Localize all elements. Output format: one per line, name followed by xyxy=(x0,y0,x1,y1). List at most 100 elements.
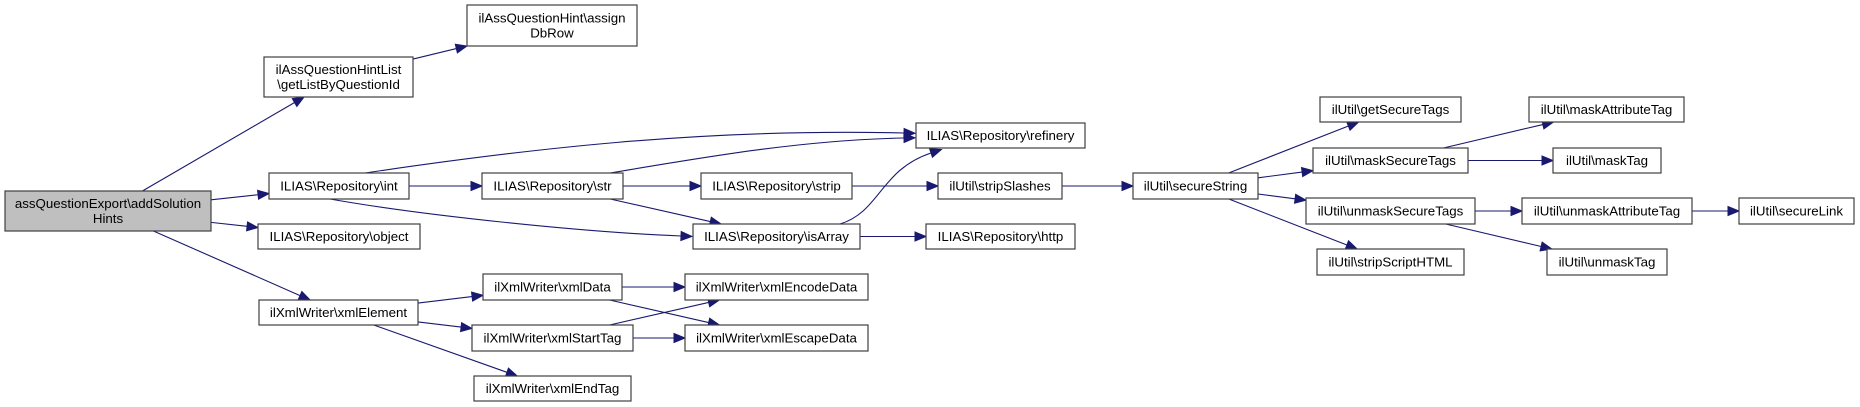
node-box[interactable] xyxy=(1319,96,1462,123)
node-label: assQuestionExport\addSolution xyxy=(15,196,201,211)
node-unmaskSecureTags[interactable]: ilUtil\unmaskSecureTags xyxy=(1305,197,1476,225)
node-label: ilXmlWriter\xmlElement xyxy=(270,305,407,320)
edge-root-to-int xyxy=(210,189,271,201)
arrowhead-icon xyxy=(673,332,687,344)
node-maskTag[interactable]: ilUtil\maskTag xyxy=(1552,147,1662,174)
node-box[interactable] xyxy=(915,122,1086,149)
node-label: ILIAS\Repository\refinery xyxy=(927,128,1075,143)
node-box[interactable] xyxy=(1546,248,1668,276)
arrowhead-icon xyxy=(470,180,484,192)
edge-unmaskAttributeTag-to-secureLink xyxy=(1692,205,1741,217)
edge-xmlElement-to-xmlStartTag xyxy=(417,321,474,333)
edge-line xyxy=(610,198,711,223)
node-box[interactable] xyxy=(257,223,421,250)
edge-maskSecureTags-to-maskTag xyxy=(1468,155,1555,166)
edge-line xyxy=(1445,223,1542,248)
node-str[interactable]: ILIAS\Repository\str xyxy=(481,172,624,200)
node-label: ilUtil\maskTag xyxy=(1566,153,1648,168)
node-maskSecureTags[interactable]: ilUtil\maskSecureTags xyxy=(1312,147,1469,174)
edge-xmlElement-to-xmlEndTag xyxy=(373,324,519,378)
arrowhead-icon xyxy=(1541,155,1555,166)
node-label: \getListByQuestionId xyxy=(277,77,400,92)
node-object[interactable]: ILIAS\Repository\object xyxy=(257,223,421,250)
node-label: ilUtil\unmaskSecureTags xyxy=(1318,204,1464,219)
node-xmlStartTag[interactable]: ilXmlWriter\xmlStartTag xyxy=(471,324,634,352)
node-xmlEscapeData[interactable]: ilXmlWriter\xmlEscapeData xyxy=(684,324,869,352)
edge-line xyxy=(142,102,295,192)
node-box[interactable] xyxy=(925,223,1076,250)
arrowhead-icon xyxy=(914,231,928,242)
arrowhead-icon xyxy=(1300,166,1315,178)
node-box[interactable] xyxy=(482,273,623,301)
edge-maskSecureTags-to-maskAttributeTag xyxy=(1443,119,1555,149)
node-box[interactable] xyxy=(471,324,634,352)
node-stripSlashes[interactable]: ilUtil\stripSlashes xyxy=(937,172,1063,200)
node-unmaskAttributeTag[interactable]: ilUtil\unmaskAttributeTag xyxy=(1521,197,1693,225)
node-box[interactable] xyxy=(1528,96,1685,123)
arrowhead-icon xyxy=(504,367,519,378)
node-stripScriptHTML[interactable]: ilUtil\stripScriptHTML xyxy=(1316,248,1465,276)
edge-line xyxy=(417,321,462,328)
node-box[interactable] xyxy=(684,273,869,301)
arrowhead-icon xyxy=(1344,239,1359,250)
arrowhead-icon xyxy=(454,43,469,54)
edge-secureString-to-unmaskSecureTags xyxy=(1257,193,1308,204)
node-box[interactable] xyxy=(481,172,624,200)
edge-line xyxy=(412,48,457,60)
node-label: DbRow xyxy=(530,26,574,41)
arrowhead-icon xyxy=(673,281,687,293)
node-box[interactable] xyxy=(1552,147,1662,174)
node-label: ilUtil\secureLink xyxy=(1750,204,1843,219)
node-box[interactable] xyxy=(1132,172,1259,200)
node-unmaskTag[interactable]: ilUtil\unmaskTag xyxy=(1546,248,1668,276)
node-label: ilXmlWriter\xmlEndTag xyxy=(486,381,620,396)
arrowhead-icon xyxy=(689,180,703,192)
node-label: ilXmlWriter\xmlStartTag xyxy=(484,331,622,346)
edge-line xyxy=(210,194,259,201)
node-box[interactable] xyxy=(1316,248,1465,276)
edge-root-to-object xyxy=(210,221,260,232)
arrowhead-icon xyxy=(903,132,917,144)
edges-layer xyxy=(142,43,1741,378)
node-box[interactable] xyxy=(1312,147,1469,174)
edge-isArray-to-refinery xyxy=(839,148,943,225)
node-box[interactable] xyxy=(466,4,638,47)
node-box[interactable] xyxy=(1738,197,1855,225)
node-xmlData[interactable]: ilXmlWriter\xmlData xyxy=(482,273,623,301)
edge-int-to-isArray xyxy=(329,198,694,242)
node-label: ilUtil\unmaskTag xyxy=(1559,255,1656,270)
node-int[interactable]: ILIAS\Repository\int xyxy=(268,172,410,200)
arrowhead-icon xyxy=(470,291,485,302)
node-isArray[interactable]: ILIAS\Repository\isArray xyxy=(692,223,861,250)
edge-line xyxy=(373,324,508,373)
node-getList[interactable]: ilAssQuestionHintList\getListByQuestionI… xyxy=(263,56,414,98)
edge-line xyxy=(1257,193,1296,200)
node-box[interactable] xyxy=(263,56,414,98)
node-box[interactable] xyxy=(937,172,1063,200)
node-box[interactable] xyxy=(1305,197,1476,225)
node-box[interactable] xyxy=(258,299,419,326)
edge-unmaskSecureTags-to-unmaskTag xyxy=(1445,223,1554,252)
node-xmlElement[interactable]: ilXmlWriter\xmlElement xyxy=(258,299,419,326)
node-box[interactable] xyxy=(473,375,632,402)
node-http[interactable]: ILIAS\Repository\http xyxy=(925,223,1076,250)
node-maskAttributeTag[interactable]: ilUtil\maskAttributeTag xyxy=(1528,96,1685,123)
node-box[interactable] xyxy=(692,223,861,250)
arrowhead-icon xyxy=(291,96,306,108)
node-label: ILIAS\Repository\str xyxy=(493,179,612,194)
edge-xmlStartTag-to-xmlEscapeData xyxy=(633,332,687,344)
node-refinery[interactable]: ILIAS\Repository\refinery xyxy=(915,122,1086,149)
node-getSecureTags[interactable]: ilUtil\getSecureTags xyxy=(1319,96,1462,123)
node-box[interactable] xyxy=(700,172,853,200)
node-strip[interactable]: ILIAS\Repository\strip xyxy=(700,172,853,200)
node-box[interactable] xyxy=(1521,197,1693,225)
node-secureLink[interactable]: ilUtil\secureLink xyxy=(1738,197,1855,225)
node-xmlEncodeData[interactable]: ilXmlWriter\xmlEncodeData xyxy=(684,273,869,301)
node-box[interactable] xyxy=(684,324,869,352)
node-box[interactable] xyxy=(268,172,410,200)
node-box xyxy=(4,190,212,232)
edge-isArray-to-http xyxy=(860,231,928,242)
node-xmlEndTag[interactable]: ilXmlWriter\xmlEndTag xyxy=(473,375,632,402)
node-secureString[interactable]: ilUtil\secureString xyxy=(1132,172,1259,200)
